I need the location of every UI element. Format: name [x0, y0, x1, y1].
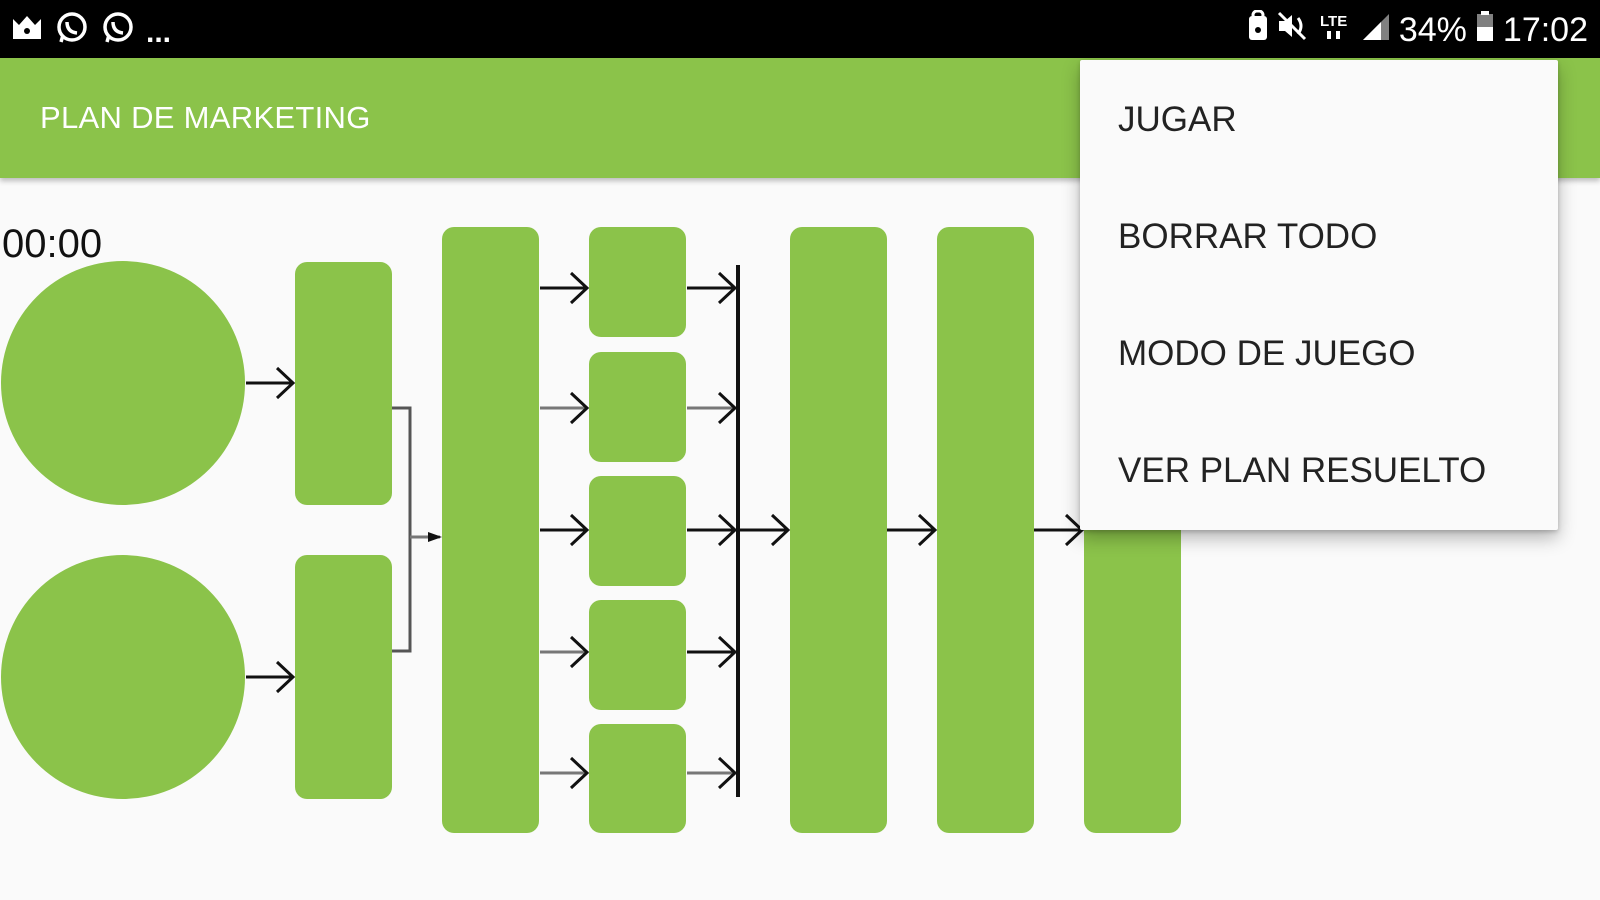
clock: 17:02: [1502, 10, 1588, 49]
menu-item-modo-de-juego[interactable]: MODO DE JUEGO: [1080, 294, 1558, 411]
menu-item-label: JUGAR: [1118, 100, 1237, 139]
menu-item-label: MODO DE JUEGO: [1118, 334, 1416, 373]
app-title: PLAN DE MARKETING: [40, 100, 371, 135]
battery-icon: [1475, 10, 1495, 51]
diagram-node-box-b1[interactable]: [589, 227, 686, 337]
arrow-connector: [1034, 513, 1085, 547]
arrow-connector: [246, 366, 296, 400]
diagram-node-circle-2[interactable]: [1, 555, 245, 799]
arrow-connector: [246, 660, 296, 694]
diagram-node-box-b3[interactable]: [589, 476, 686, 586]
arrow-connector: [887, 513, 938, 547]
lock-icon: [1247, 9, 1269, 51]
menu-item-borrar-todo[interactable]: BORRAR TODO: [1080, 177, 1558, 294]
more-notifications-indicator: ...: [146, 16, 172, 49]
diagram-node-column-1[interactable]: [442, 227, 539, 833]
arrow-connector: [687, 391, 738, 425]
arrow-connector: [687, 635, 738, 669]
diagram-node-box-b4[interactable]: [589, 600, 686, 710]
diagram-node-box-a2[interactable]: [295, 555, 392, 799]
whatsapp-icon: [100, 10, 136, 51]
overflow-menu: JUGAR BORRAR TODO MODO DE JUEGO VER PLAN…: [1080, 60, 1558, 530]
diagram-node-column-3[interactable]: [937, 227, 1034, 833]
diagram-node-column-2[interactable]: [790, 227, 887, 833]
status-bar: ... LTE 34% 17:02: [0, 0, 1600, 58]
diagram-node-box-a1[interactable]: [295, 262, 392, 505]
arrow-connector: [540, 513, 590, 547]
arrow-connector: [540, 756, 590, 790]
diagram-node-box-b2[interactable]: [589, 352, 686, 462]
menu-item-label: BORRAR TODO: [1118, 217, 1378, 256]
menu-item-label: VER PLAN RESUELTO: [1118, 451, 1487, 490]
arrow-connector: [738, 513, 791, 547]
arrow-connector: [687, 513, 738, 547]
whatsapp-icon: [54, 10, 90, 51]
arrow-connector: [540, 271, 590, 305]
system-indicators: LTE 34% 17:02: [1247, 8, 1588, 52]
timer: 00:00: [2, 222, 103, 266]
menu-item-ver-plan-resuelto[interactable]: VER PLAN RESUELTO: [1080, 411, 1558, 528]
arrow-connector: [687, 756, 738, 790]
svg-text:LTE: LTE: [1320, 13, 1347, 30]
battery-percent: 34%: [1398, 10, 1467, 49]
lte-icon: LTE: [1319, 10, 1353, 51]
diagram-node-box-b5[interactable]: [589, 724, 686, 833]
arrow-connector: [540, 635, 590, 669]
game-crown-icon: [10, 13, 44, 48]
diagram-node-circle-1[interactable]: [1, 261, 245, 505]
arrow-connector: [687, 271, 738, 305]
menu-item-jugar[interactable]: JUGAR: [1080, 60, 1558, 177]
arrow-head-icon: [428, 532, 442, 542]
notification-icons: ...: [10, 10, 171, 50]
mute-icon: [1277, 10, 1311, 51]
bracket-connector: [392, 406, 440, 653]
signal-icon: [1361, 10, 1391, 51]
arrow-connector: [540, 391, 590, 425]
